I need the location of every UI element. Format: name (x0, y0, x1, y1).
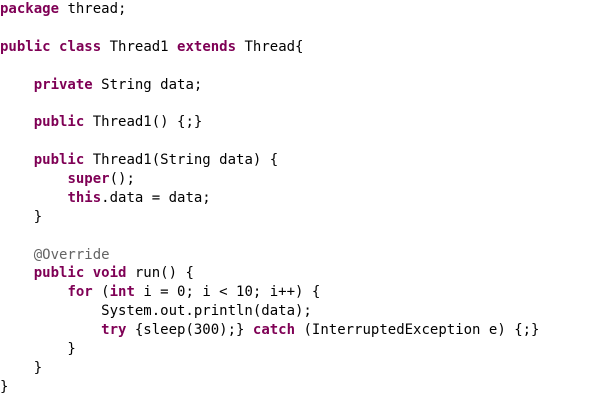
code-text (0, 152, 34, 168)
code-line (0, 132, 614, 151)
code-text (0, 322, 101, 338)
keyword-token: this (67, 189, 102, 206)
keyword-token: catch (252, 322, 296, 339)
code-text (51, 39, 59, 55)
code-text: } (0, 341, 76, 358)
code-line: } (0, 359, 614, 378)
code-line: } (0, 340, 614, 359)
keyword-token: package (0, 1, 60, 17)
code-line: super(); (0, 170, 614, 189)
code-line (0, 57, 614, 76)
code-line: public Thread1(String data) { (0, 151, 614, 170)
code-text: {sleep(300);} (126, 322, 253, 339)
code-line: private String data; (0, 76, 614, 95)
code-text: System.out.println(data); (0, 303, 312, 320)
code-line (0, 19, 614, 38)
keyword-token: for (67, 284, 93, 301)
code-line: this.data = data; (0, 189, 614, 208)
code-line: } (0, 208, 614, 227)
keyword-token: try (101, 322, 127, 339)
keyword-token: extends (177, 38, 237, 55)
code-text: Thread1(String data) { (84, 152, 279, 169)
keyword-token: public (33, 114, 85, 131)
code-text: thread; (59, 1, 127, 17)
code-line (0, 94, 614, 113)
code-text: (InterruptedException e) {;} (295, 322, 540, 339)
code-text: Thread1() {;} (84, 114, 203, 131)
keyword-token: void (92, 265, 127, 282)
code-text (0, 284, 67, 300)
code-text: } (0, 359, 43, 376)
code-line: } (0, 378, 614, 397)
keyword-token: super (67, 171, 110, 188)
code-text: } (0, 208, 43, 225)
code-text: (); (109, 171, 135, 188)
code-text (0, 265, 34, 281)
code-text (0, 171, 67, 187)
annotation-token: @Override (33, 246, 110, 263)
code-line: System.out.println(data); (0, 302, 614, 321)
code-text (0, 114, 34, 130)
code-line: try {sleep(300);} catch (InterruptedExce… (0, 321, 614, 340)
code-text: .data = data; (101, 189, 211, 206)
code-text (0, 247, 34, 263)
keyword-token: class (59, 38, 102, 55)
code-line: public Thread1() {;} (0, 113, 614, 132)
code-line: for (int i = 0; i < 10; i++) { (0, 283, 614, 302)
code-text (84, 265, 92, 281)
keyword-token: public (33, 265, 85, 282)
code-text (0, 190, 67, 206)
keyword-token: public (0, 38, 51, 55)
code-line: @Override (0, 246, 614, 265)
code-text: Thread1 (101, 38, 178, 55)
code-line: public class Thread1 extends Thread{ (0, 38, 614, 57)
code-text: run() { (126, 265, 194, 282)
keyword-token: int (109, 284, 135, 301)
keyword-token: public (33, 152, 85, 169)
code-line: package thread; (0, 0, 614, 19)
keyword-token: private (33, 76, 93, 93)
code-text: Thread{ (236, 38, 304, 55)
code-text: String data; (92, 76, 203, 93)
code-text: ( (92, 284, 110, 301)
code-text (0, 77, 34, 93)
code-text: } (0, 378, 9, 395)
code-line (0, 227, 614, 246)
code-text: i = 0; i < 10; i++) { (134, 284, 321, 301)
code-line: public void run() { (0, 264, 614, 283)
